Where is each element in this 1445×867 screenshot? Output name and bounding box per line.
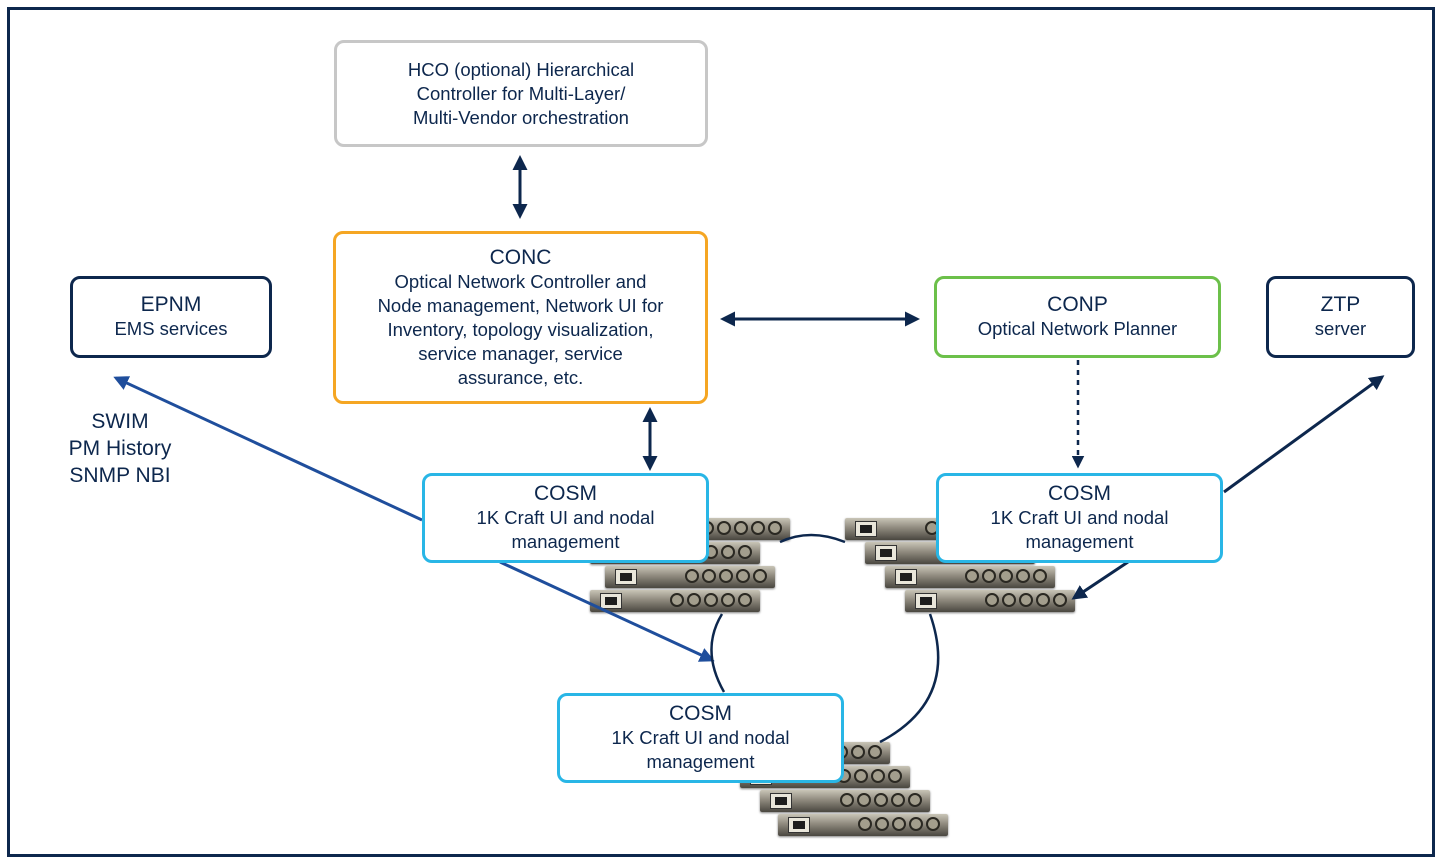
cosm-right-line-1: 1K Craft UI and nodal <box>990 507 1169 528</box>
epnm-title: EPNM <box>140 293 202 316</box>
cosm-right-line-2: management <box>1025 531 1134 552</box>
cosm-bottom-title: COSM <box>669 702 732 725</box>
hco-line-1: HCO (optional) Hierarchical <box>407 58 635 80</box>
conc-line-3: Inventory, topology visualization, <box>387 318 654 340</box>
cosm-bottom-line-1: 1K Craft UI and nodal <box>611 727 790 748</box>
ztp-title: ZTP <box>1320 293 1361 316</box>
pm-history-label: PM History <box>68 437 172 460</box>
ring-link-left <box>710 613 726 693</box>
ring-link-right <box>879 613 940 744</box>
diagram-frame <box>7 7 1435 857</box>
cosm-left-title: COSM <box>534 482 597 505</box>
snmp-nbi-label: SNMP NBI <box>69 464 171 487</box>
epnm-subtitle: EMS services <box>114 318 228 339</box>
cosm-left-to-bottom-link <box>499 560 715 662</box>
conp-title: CONP <box>1047 293 1108 316</box>
cosm-right-title: COSM <box>1048 482 1111 505</box>
cosm-bottom-box: COSM 1K Craft UI and nodal management <box>557 693 844 783</box>
ring-link-top <box>779 533 846 544</box>
epnm-box: EPNM EMS services <box>70 276 272 358</box>
network-chassis-icon <box>885 566 1055 588</box>
hco-line-2: Controller for Multi-Layer/ <box>416 82 626 104</box>
network-chassis-icon <box>605 566 775 588</box>
network-chassis-icon <box>590 590 760 612</box>
conc-box: CONC Optical Network Controller and Node… <box>333 231 708 404</box>
network-chassis-icon <box>760 790 930 812</box>
conc-title: CONC <box>489 245 552 269</box>
hco-box: HCO (optional) Hierarchical Controller f… <box>334 40 708 147</box>
cosm-left-line-2: management <box>511 531 620 552</box>
network-chassis-icon <box>905 590 1075 612</box>
cosm-bottom-line-2: management <box>646 751 755 772</box>
cosm-left-line-1: 1K Craft UI and nodal <box>476 507 655 528</box>
network-chassis-icon <box>778 814 948 836</box>
conp-box: CONP Optical Network Planner <box>934 276 1221 358</box>
ztp-box: ZTP server <box>1266 276 1415 358</box>
cosm-left-box: COSM 1K Craft UI and nodal management <box>422 473 709 563</box>
conc-line-4: service manager, service <box>418 342 623 364</box>
conc-line-1: Optical Network Controller and <box>394 270 647 292</box>
conc-line-2: Node management, Network UI for <box>377 294 664 316</box>
cosm-right-box: COSM 1K Craft UI and nodal management <box>936 473 1223 563</box>
ztp-subtitle: server <box>1314 318 1367 339</box>
swim-label: SWIM <box>91 410 149 433</box>
conc-line-5: assurance, etc. <box>457 366 584 388</box>
epnm-swim-link <box>113 376 423 522</box>
epnm-link-label: SWIM PM History SNMP NBI <box>40 408 200 489</box>
hco-line-3: Multi-Vendor orchestration <box>413 106 629 128</box>
cosm-ztp-link <box>1223 375 1385 494</box>
conp-subtitle: Optical Network Planner <box>977 318 1178 339</box>
cosm-right-chassis-link <box>1071 560 1129 600</box>
